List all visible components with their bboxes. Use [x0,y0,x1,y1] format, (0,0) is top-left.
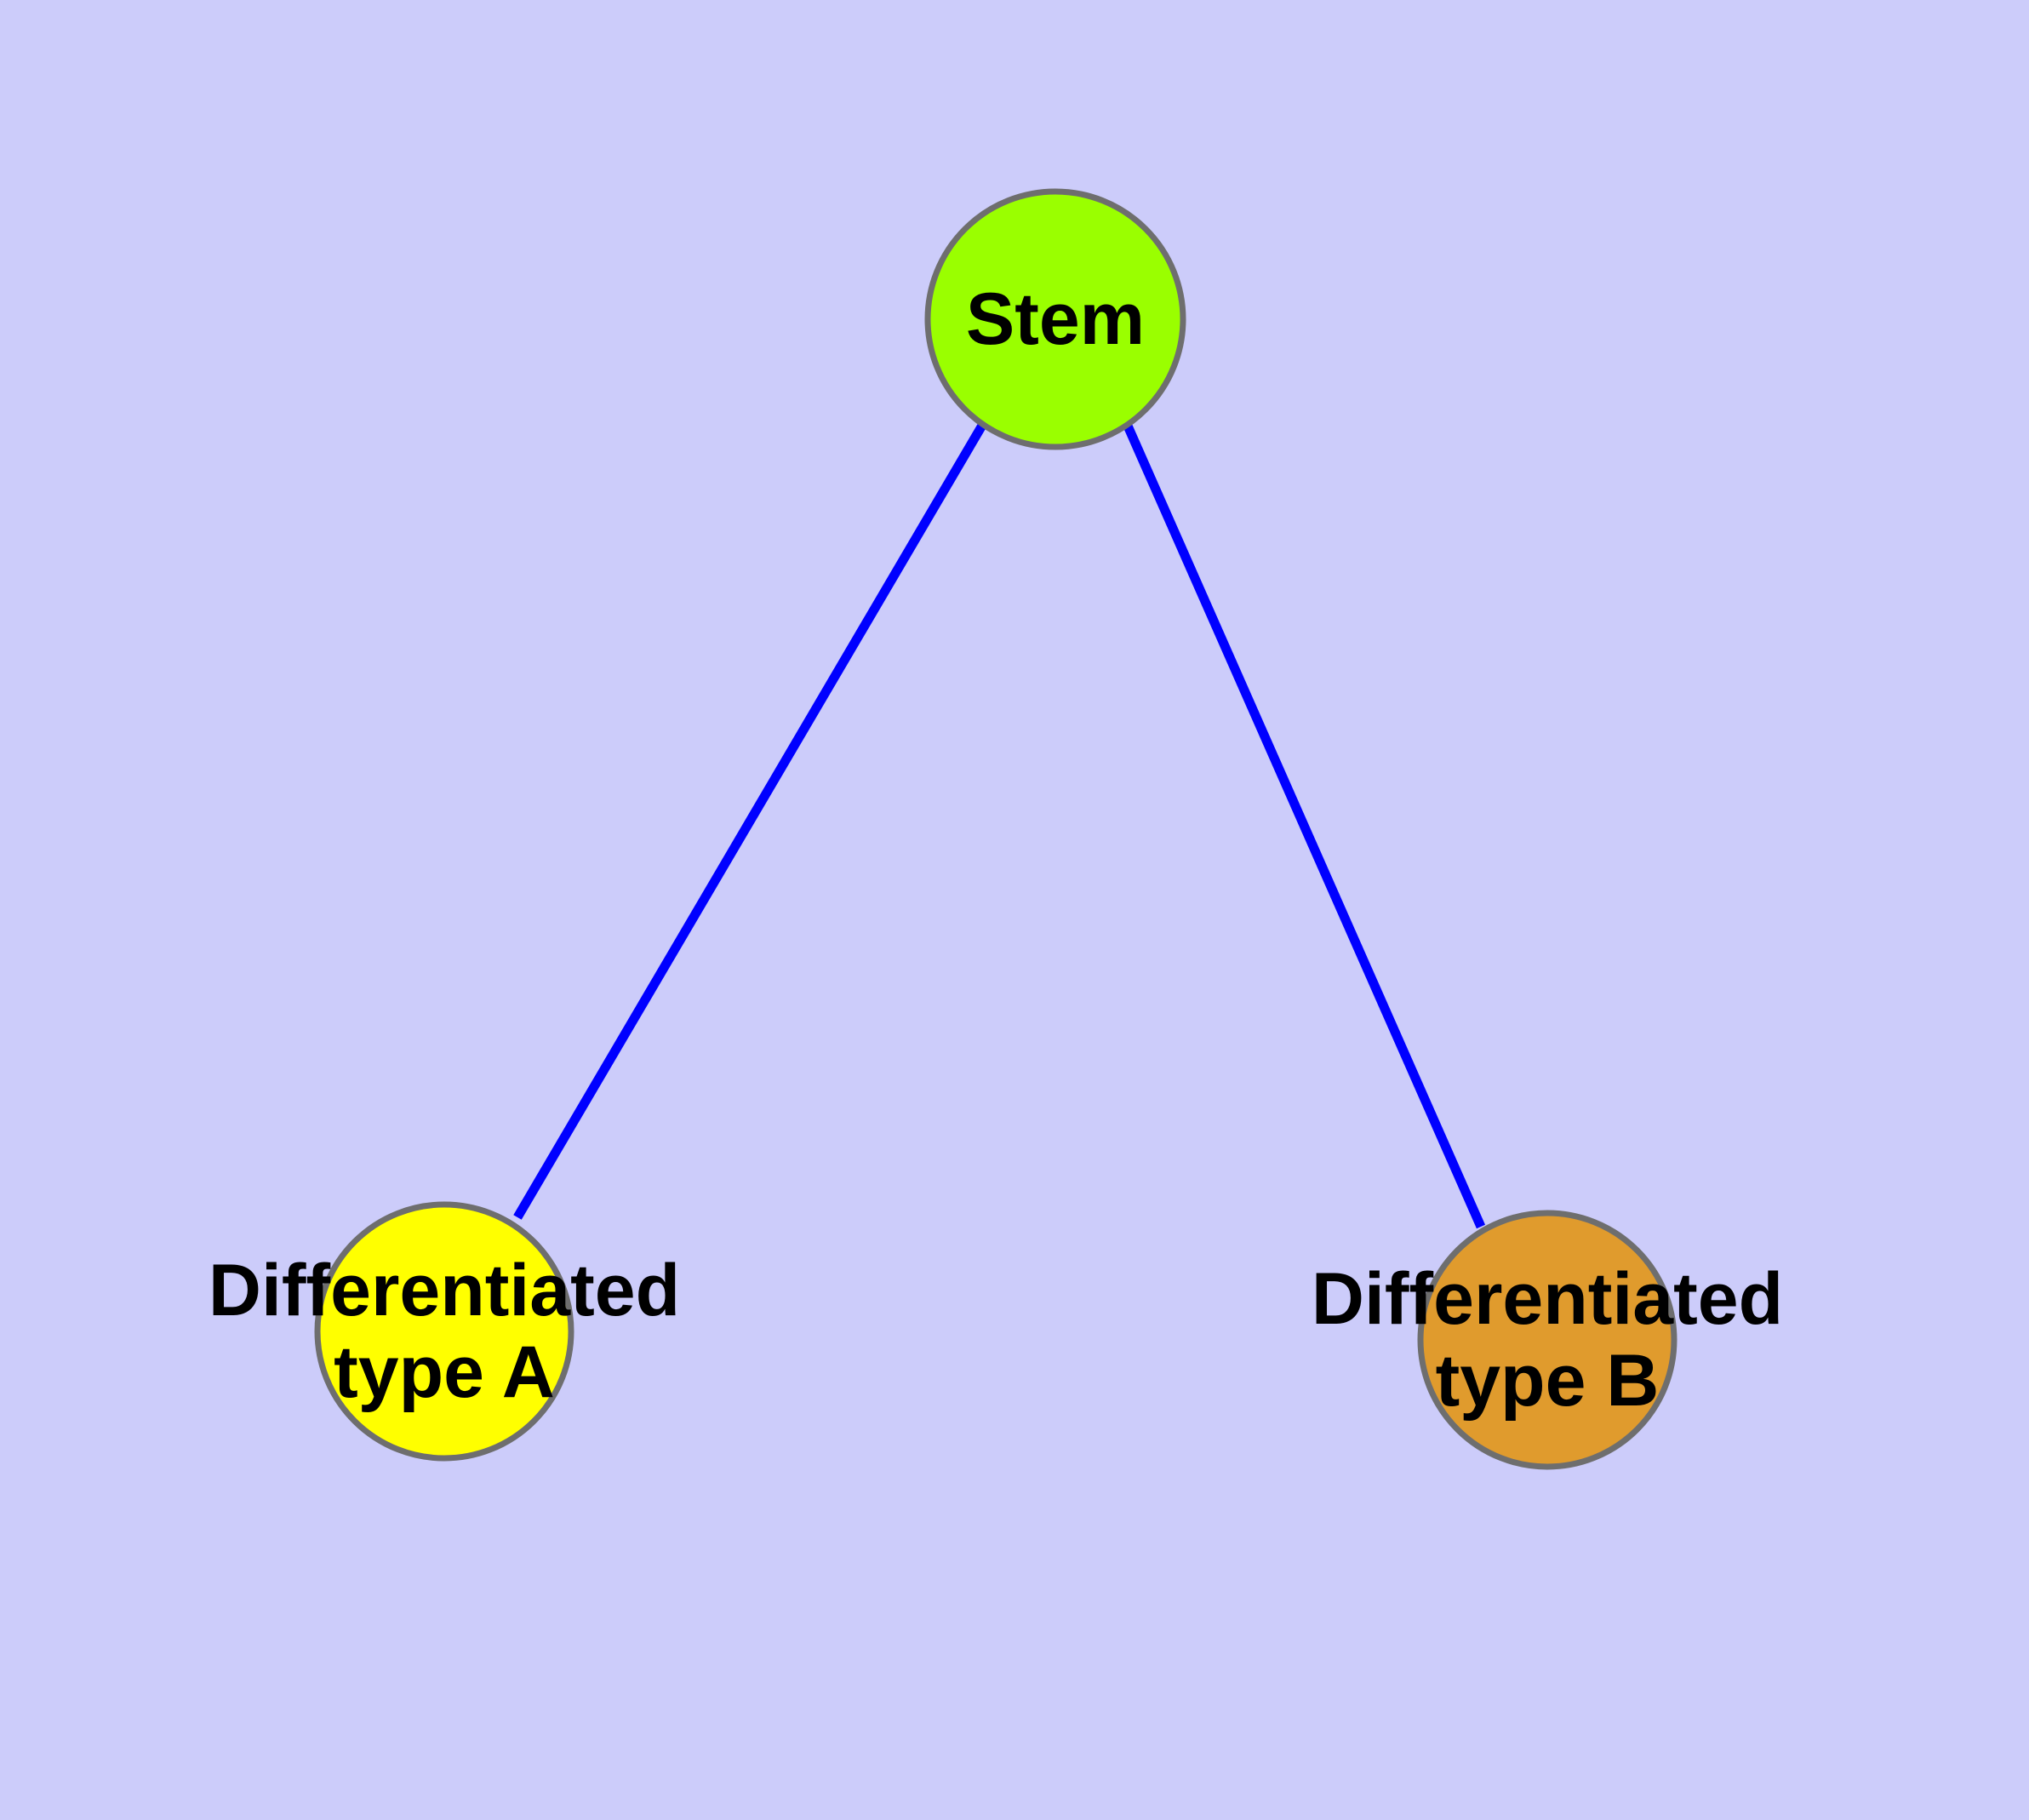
graph-edge-stem-to-diff-a [513,421,987,1220]
node-label-stem: Stem [966,278,1145,360]
nodes-layer [314,188,1677,1470]
graph-node-diff-a[interactable] [314,1201,574,1462]
graph-node-diff-b[interactable] [1417,1210,1677,1470]
graph-node-stem[interactable] [924,188,1186,450]
edges-layer [513,421,1486,1229]
graph-edge-stem-to-diff-b [1122,421,1486,1229]
